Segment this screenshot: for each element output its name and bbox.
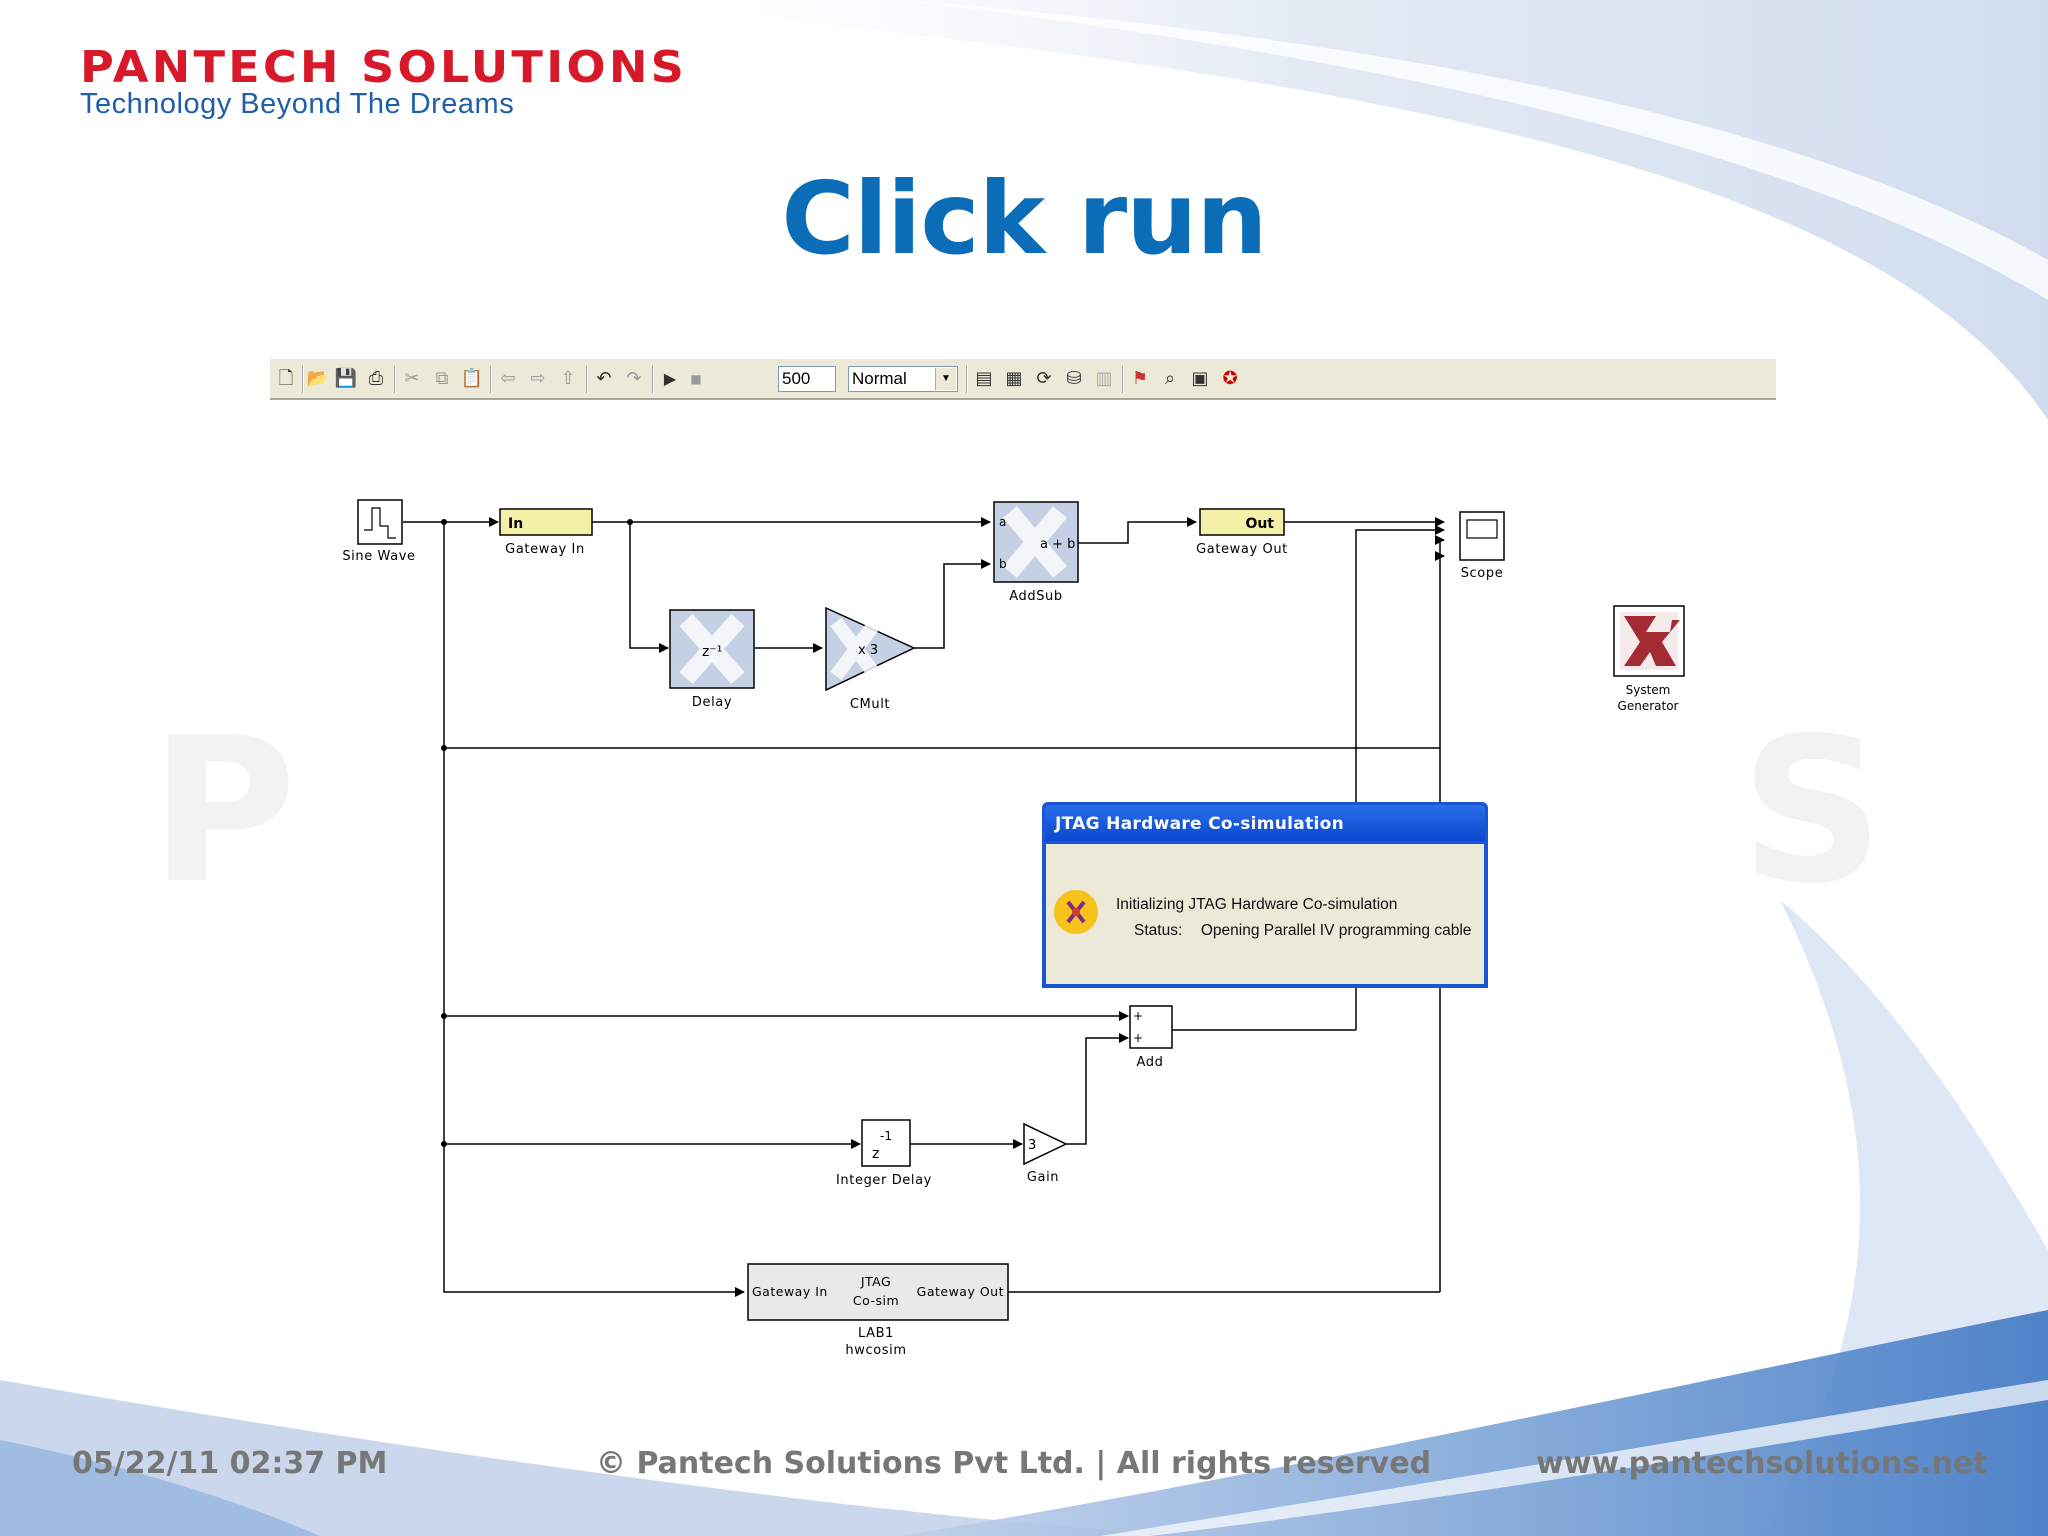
scope-block: Scope	[1459, 511, 1505, 581]
logo-name: PANTECH SOLUTIONS	[80, 42, 688, 93]
footer-datetime: 05/22/11 02:37 PM	[72, 1446, 388, 1481]
cmult-block: x 3 CMult	[825, 606, 916, 712]
svg-text:JTAG: JTAG	[860, 1274, 891, 1289]
toolbar-separator	[966, 365, 968, 393]
system-generator-label: System	[1626, 683, 1671, 697]
svg-text:z: z	[872, 1146, 879, 1162]
delay-block: z⁻¹ Delay	[669, 609, 755, 710]
slide-title: Click run	[781, 160, 1267, 277]
footer-copyright: © Pantech Solutions Pvt Ltd. | All right…	[596, 1446, 1432, 1481]
dialog-body: Initializing JTAG Hardware Co-simulation…	[1046, 844, 1484, 984]
sim-mode-select[interactable]: Normal ▼	[848, 366, 958, 392]
paste-icon[interactable]: 📋	[460, 368, 484, 389]
simulink-toolbar: 🗋 📂 💾 ⎙ ✂ ⧉ 📋 ⇦ ⇨ ⇧ ↶ ↷ ▶ ■ 500 Normal ▼…	[270, 358, 1776, 400]
print-icon[interactable]: ⎙	[368, 368, 384, 389]
model-explorer-icon[interactable]: ⚑	[1131, 368, 1149, 389]
svg-text:+: +	[1133, 1009, 1143, 1023]
watermark-right: S	[1740, 695, 1884, 928]
gateway-out-block: Out Gateway Out	[1196, 508, 1288, 557]
svg-text:+: +	[1133, 1031, 1143, 1045]
toolbar-separator	[1122, 365, 1124, 393]
footer-website: www.pantechsolutions.net	[1536, 1446, 1988, 1481]
svg-text:Gateway Out: Gateway Out	[917, 1284, 1004, 1299]
jtag-cosim-block: Gateway In JTAG Co-sim Gateway Out LAB1 …	[747, 1263, 1009, 1358]
svg-text:x 3: x 3	[858, 643, 878, 658]
dialog-title[interactable]: JTAG Hardware Co-simulation	[1045, 805, 1485, 841]
new-file-icon[interactable]: 🗋	[278, 368, 294, 389]
svg-text:Co-sim: Co-sim	[853, 1293, 899, 1308]
forward-icon[interactable]: ⇨	[530, 368, 546, 389]
svg-text:b: b	[999, 557, 1007, 571]
build-icon[interactable]: ▦	[1005, 368, 1023, 389]
cosim-name-label: LAB1	[858, 1326, 894, 1341]
debug-icon[interactable]: ▥	[1095, 368, 1113, 389]
toolbar-separator	[394, 365, 396, 393]
jtag-cosim-dialog[interactable]: JTAG Hardware Co-simulation Initializing…	[1042, 802, 1488, 988]
addsub-label: AddSub	[1009, 589, 1063, 604]
svg-text:-1: -1	[880, 1129, 892, 1143]
system-generator-block: System Generator	[1613, 605, 1685, 713]
toolbar-separator	[586, 365, 588, 393]
status-value: Opening Parallel IV programming cable	[1200, 922, 1472, 939]
zoom-icon[interactable]: ⌕	[1164, 368, 1176, 389]
scope-label: Scope	[1461, 566, 1504, 581]
cut-icon[interactable]: ✂	[404, 368, 420, 389]
play-icon[interactable]: ▶	[663, 369, 677, 388]
gateway-in-block: In Gateway In	[499, 508, 593, 557]
redo-icon[interactable]: ↷	[626, 368, 642, 389]
sine-wave-block: Sine Wave	[342, 499, 415, 564]
sine-wave-label: Sine Wave	[342, 549, 415, 564]
addsub-block: a b a + b AddSub	[993, 501, 1079, 604]
svg-text:3: 3	[1028, 1138, 1036, 1153]
sim-mode-value: Normal	[852, 369, 907, 388]
chevron-down-icon[interactable]: ▼	[935, 368, 956, 390]
svg-text:In: In	[508, 516, 523, 532]
watermark-left: P	[150, 695, 297, 928]
save-icon[interactable]: 💾	[334, 368, 358, 389]
integer-delay-label: Integer Delay	[836, 1173, 932, 1188]
system-generator-label-2: Generator	[1618, 699, 1679, 713]
debugger-icon[interactable]: ▣	[1191, 368, 1209, 389]
svg-text:a: a	[999, 515, 1006, 529]
svg-text:Gateway In: Gateway In	[752, 1284, 828, 1299]
logo-tagline: Technology Beyond The Dreams	[80, 88, 515, 120]
back-icon[interactable]: ⇦	[500, 368, 516, 389]
svg-text:Out: Out	[1245, 516, 1274, 532]
svg-text:z⁻¹: z⁻¹	[702, 644, 722, 660]
branch-points	[441, 519, 633, 1147]
progress-icon	[1054, 890, 1098, 934]
sim-time-input[interactable]: 500	[778, 366, 836, 392]
gain-block: 3 Gain	[1023, 1122, 1068, 1185]
add-label: Add	[1137, 1055, 1164, 1070]
undo-icon[interactable]: ↶	[596, 368, 612, 389]
add-block: + + Add	[1129, 1005, 1173, 1070]
refresh-icon[interactable]: ⟳	[1036, 368, 1052, 389]
up-icon[interactable]: ⇧	[560, 368, 576, 389]
toolbar-separator	[652, 365, 654, 393]
open-icon[interactable]: 📂	[306, 368, 330, 389]
status-label: Status:	[1134, 922, 1183, 939]
update-icon[interactable]: ⛁	[1066, 368, 1082, 389]
toolbar-separator	[302, 365, 304, 393]
help-icon[interactable]: ✪	[1222, 368, 1238, 389]
stop-icon[interactable]: ■	[690, 372, 702, 386]
dialog-status: Status: Opening Parallel IV programming …	[1134, 922, 1471, 940]
library-browser-icon[interactable]: ▤	[975, 368, 993, 389]
delay-label: Delay	[692, 695, 732, 710]
dialog-message: Initializing JTAG Hardware Co-simulation	[1116, 896, 1398, 913]
svg-text:a + b: a + b	[1040, 537, 1075, 552]
toolbar-separator	[490, 365, 492, 393]
integer-delay-block: -1 z Integer Delay	[836, 1119, 932, 1188]
cmult-label: CMult	[850, 697, 890, 712]
gateway-in-label: Gateway In	[505, 542, 585, 557]
gateway-out-label: Gateway Out	[1196, 542, 1288, 557]
copy-icon[interactable]: ⧉	[435, 368, 449, 389]
gain-label: Gain	[1027, 1170, 1059, 1185]
cosim-name-label-2: hwcosim	[845, 1343, 906, 1358]
